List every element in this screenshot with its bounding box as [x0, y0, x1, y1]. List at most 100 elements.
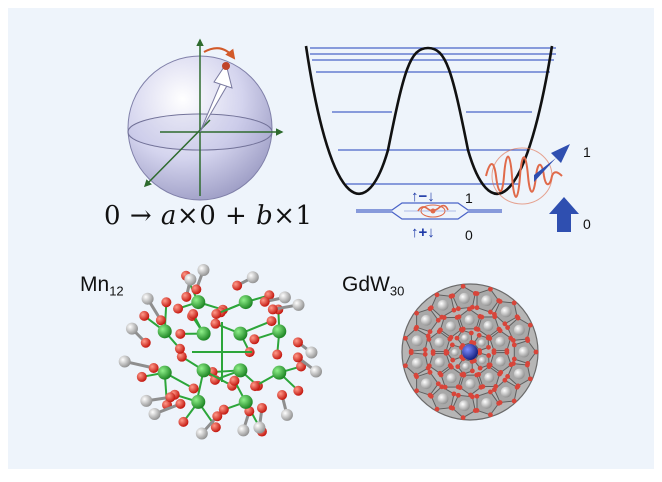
carbon-atom — [197, 264, 209, 276]
ground-state-label: 0 — [583, 216, 591, 232]
manganese-atom — [233, 363, 247, 377]
oxygen-atom — [479, 315, 484, 320]
spin-upper-symbols: ↑−↓ — [411, 188, 435, 205]
oxygen-atom — [512, 399, 517, 404]
oxygen-atom — [508, 336, 513, 341]
oxygen-atom — [403, 336, 408, 341]
oxygen-atom — [534, 350, 539, 355]
oxygen-atom — [496, 401, 501, 406]
oxygen-atom — [461, 415, 466, 420]
oxygen-atom — [452, 308, 457, 313]
oxygen-atom — [504, 348, 509, 353]
oxygen-atom — [414, 325, 419, 330]
tungsten-atom — [481, 398, 492, 409]
oxygen-atom — [414, 373, 419, 378]
carbon-atom — [310, 365, 322, 377]
oxygen-atom — [445, 350, 450, 355]
spin-state-lower-label: 0 — [465, 227, 473, 243]
superposition-equation: 0 → a×0 + b×1 — [104, 201, 313, 231]
oxygen-atom — [528, 376, 533, 381]
oxygen-atom — [525, 363, 530, 368]
panel-background — [8, 8, 654, 469]
oxygen-atom — [141, 338, 151, 348]
tungsten-atom — [481, 295, 492, 306]
oxygen-atom — [486, 353, 491, 358]
oxygen-atom — [232, 281, 242, 291]
eq-times-1: × — [177, 201, 199, 231]
carbon-atom — [247, 271, 259, 283]
oxygen-atom — [409, 349, 414, 354]
oxygen-atom — [267, 316, 277, 326]
tungsten-atom — [446, 321, 456, 331]
oxygen-atom — [479, 385, 484, 390]
oxygen-atom — [257, 403, 267, 413]
spin-lower-symbols: ↑+↓ — [411, 224, 435, 241]
carbon-atom — [253, 421, 265, 433]
eq-one: 1 — [296, 201, 313, 231]
oxygen-atom — [488, 310, 493, 315]
oxygen-atom — [492, 348, 497, 353]
oxygen-atom — [249, 334, 259, 344]
oxygen-atom — [427, 337, 432, 342]
oxygen-atom — [427, 363, 432, 368]
oxygen-atom — [178, 417, 188, 427]
eq-lhs: 0 — [104, 201, 121, 231]
oxygen-atom — [268, 304, 278, 314]
oxygen-atom — [478, 366, 483, 371]
oxygen-atom — [455, 336, 460, 341]
oxygen-atom — [423, 347, 428, 352]
manganese-atom — [197, 363, 211, 377]
oxygen-atom — [414, 388, 419, 393]
oxygen-atom — [460, 328, 465, 333]
tungsten-atom — [451, 349, 458, 356]
tungsten-atom — [479, 357, 486, 364]
oxygen-atom — [449, 405, 454, 410]
oxygen-atom — [512, 343, 517, 348]
tungsten-atom — [465, 315, 475, 325]
oxygen-atom — [277, 390, 287, 400]
oxygen-atom — [515, 385, 520, 390]
oxygen-atom — [475, 305, 480, 310]
oxygen-atom — [403, 363, 408, 368]
oxygen-atom — [461, 284, 466, 289]
oxygen-atom — [456, 306, 461, 311]
oxygen-atom — [473, 408, 478, 413]
gdw30-molecule-icon — [402, 284, 538, 420]
tungsten-atom — [483, 321, 493, 331]
tungsten-atom — [495, 337, 505, 347]
oxygen-atom — [137, 372, 147, 382]
manganese-atom — [272, 366, 286, 380]
eq-times-2: × — [273, 201, 295, 231]
oxygen-atom — [497, 372, 502, 377]
oxygen-atom — [467, 307, 472, 312]
carbon-atom — [279, 291, 291, 303]
oxygen-atom — [509, 362, 514, 367]
gdw30-label: GdW30 — [342, 273, 404, 299]
oxygen-atom — [486, 345, 491, 350]
oxygen-atom — [487, 363, 492, 368]
oxygen-atom — [260, 297, 270, 307]
oxygen-atom — [428, 393, 433, 398]
eq-arrow: → — [130, 201, 152, 231]
oxygen-atom — [429, 305, 434, 310]
oxygen-atom — [211, 309, 221, 319]
tungsten-atom — [412, 335, 423, 346]
oxygen-atom — [488, 287, 493, 292]
oxygen-atom — [449, 335, 454, 340]
mn12-label: Mn12 — [80, 273, 124, 299]
oxygen-atom — [461, 372, 466, 377]
oxygen-atom — [212, 411, 222, 421]
carbon-atom — [196, 428, 208, 440]
oxygen-atom — [456, 393, 461, 398]
oxygen-atom — [470, 369, 475, 374]
carbon-atom — [305, 347, 317, 359]
oxygen-atom — [505, 325, 510, 330]
oxygen-atom — [272, 350, 282, 360]
oxygen-atom — [498, 299, 503, 304]
tungsten-atom — [462, 363, 469, 370]
manganese-atom — [239, 395, 253, 409]
oxygen-atom — [181, 292, 191, 302]
oxygen-atom — [442, 315, 447, 320]
oxygen-atom — [486, 336, 491, 341]
